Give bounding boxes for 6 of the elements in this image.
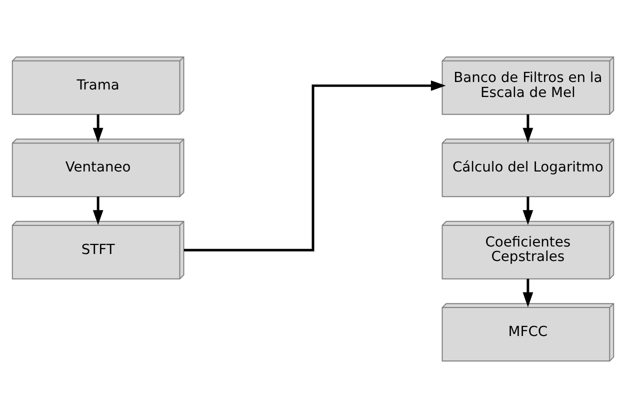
- arrow: [92, 196, 104, 224]
- arrow: [522, 278, 534, 307]
- arrow: [184, 80, 446, 251]
- arrow: [522, 196, 534, 224]
- arrow: [522, 114, 534, 142]
- arrow: [92, 114, 104, 142]
